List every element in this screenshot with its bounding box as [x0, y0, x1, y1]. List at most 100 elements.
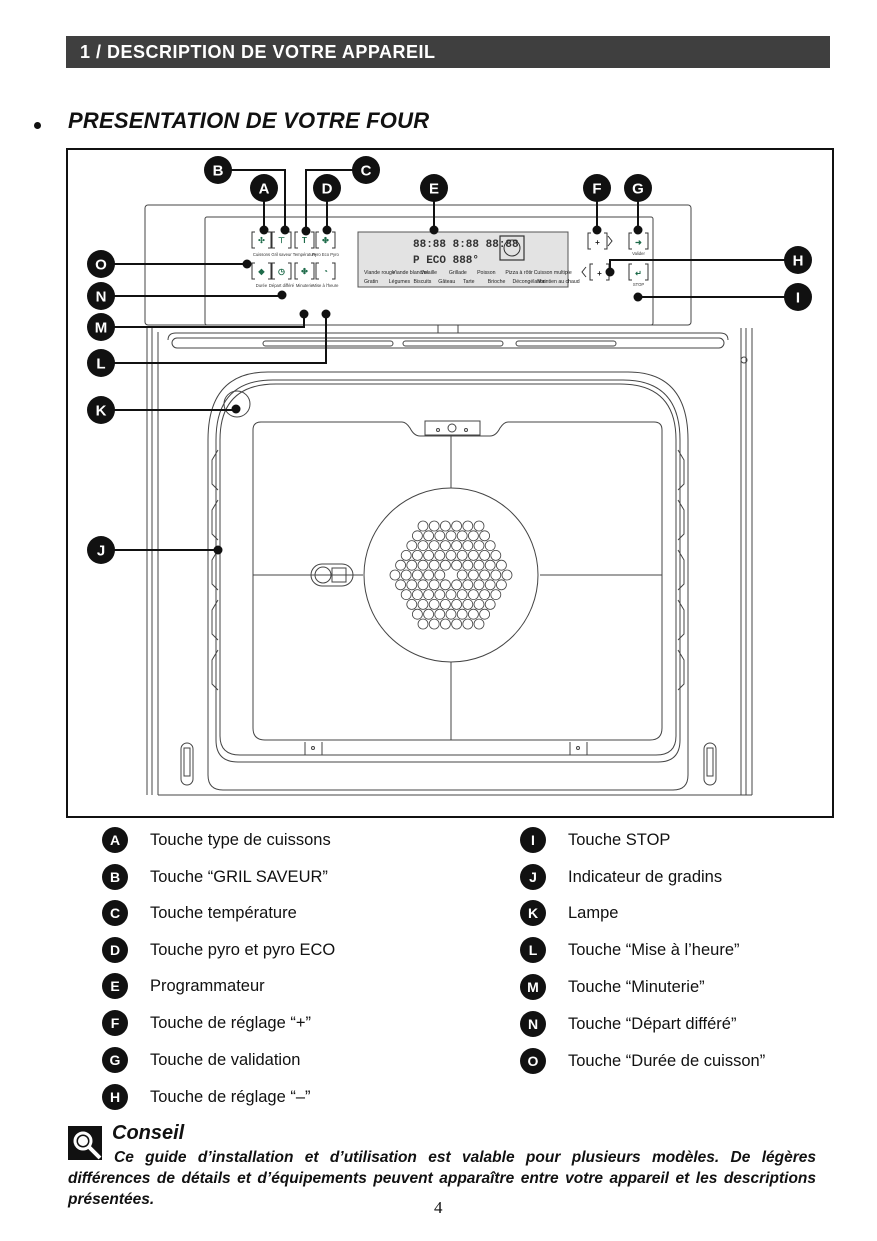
legend-label: Programmateur [150, 976, 265, 995]
legend-label: Touche “Durée de cuisson” [568, 1051, 766, 1070]
fan-hole [417, 540, 429, 552]
callout-letter: H [793, 253, 804, 270]
fan-hole [400, 569, 412, 581]
display-mode-label: Tarte [463, 279, 475, 285]
fan-hole [445, 549, 457, 561]
panel-button-label: Cuissons [253, 252, 270, 257]
svg-text:◷: ◷ [278, 267, 285, 276]
section-header: 1 / DESCRIPTION DE VOTRE APPAREIL [66, 36, 830, 68]
svg-text:↵: ↵ [635, 269, 642, 278]
fan-hole [406, 559, 418, 571]
fan-hole [490, 589, 502, 601]
callout-letter: G [632, 181, 644, 198]
panel-button-label: Température [293, 252, 317, 257]
fan-hole [462, 598, 474, 610]
svg-text:✣: ✣ [258, 236, 265, 245]
legend-label: Touche de réglage “+” [150, 1013, 311, 1032]
display-mode-label: Viande rouge [364, 270, 395, 276]
fan-hole [406, 540, 418, 552]
fan-hole [467, 569, 479, 581]
svg-text:+: + [597, 269, 602, 278]
legend-badge: O [520, 1048, 546, 1074]
legend-badge: M [520, 974, 546, 1000]
display-mode-label: Pizza à rôtir [505, 270, 533, 276]
fan-hole [462, 579, 474, 591]
callout-letter: M [95, 320, 108, 337]
conseil-text: Ce guide d’installation et d’utilisation… [68, 1149, 816, 1208]
legend-label: Touche de réglage “–” [150, 1087, 311, 1106]
callout-letter: I [796, 290, 800, 307]
callout-c: C [352, 156, 380, 184]
fan-hole [406, 579, 418, 591]
fan-hole [428, 598, 440, 610]
svg-text:◆: ◆ [257, 267, 265, 276]
display-mode-label: Légumes [389, 279, 411, 285]
legend-badge: C [102, 900, 128, 926]
callout-letter: J [97, 543, 105, 560]
fan-hole [439, 618, 451, 630]
fan-hole [428, 559, 440, 571]
callout-m: M [87, 313, 115, 341]
fan-hole [479, 530, 491, 542]
lamp [223, 390, 251, 418]
fan-hole [473, 579, 485, 591]
callout-o: O [87, 250, 115, 278]
fan-hole [411, 569, 423, 581]
fan-hole [434, 589, 446, 601]
fan-hole [451, 579, 463, 591]
display-segments-bottom: P ECO 888° [413, 255, 479, 267]
fan-hole [462, 559, 474, 571]
callout-k: K [87, 396, 115, 424]
legend-label: Lampe [568, 903, 619, 922]
fan-hole [400, 549, 412, 561]
display-mode-label: Gâteau [438, 279, 455, 285]
callout-h: H [784, 246, 812, 274]
fan-hole [417, 559, 429, 571]
legend-label: Touche “Départ différé” [568, 1014, 737, 1033]
fan-hole [467, 530, 479, 542]
fan-hole [417, 520, 429, 532]
callout-j: J [87, 536, 115, 564]
callout-letter: L [96, 356, 105, 373]
callout-letter: K [96, 403, 107, 420]
fan-hole [473, 598, 485, 610]
display-contents: 88:88 8:88 88:88 P ECO 888° Viande rouge… [364, 235, 580, 285]
legend-item: C Touche température [102, 900, 297, 926]
fan-hole [423, 608, 435, 620]
callout-letter: D [322, 181, 333, 198]
fan-hole [456, 530, 468, 542]
fan-hole [456, 608, 468, 620]
panel-button-label: Gril saveur [271, 252, 292, 257]
fan-hole [445, 608, 457, 620]
legend-label: Touche température [150, 903, 297, 922]
fan-hole [451, 598, 463, 610]
fan-hole [439, 598, 451, 610]
display-mode-label: Grillade [449, 270, 467, 276]
oven-diagram: 88:88 8:88 88:88 P ECO 888° Viande rouge… [66, 148, 834, 818]
fan-hole [411, 549, 423, 561]
fan-hole [434, 549, 446, 561]
callout-b: B [204, 156, 232, 184]
fan-hole [484, 598, 496, 610]
legend-label: Touche “Minuterie” [568, 977, 705, 996]
fan-hole [479, 589, 491, 601]
panel-button-label: Mise à l'heure [313, 283, 340, 288]
display-mode-label: Décongélation [513, 279, 546, 285]
fan-hole [451, 520, 463, 532]
fan-hole [473, 520, 485, 532]
display-mode-label: Maintien au chaud [537, 279, 580, 285]
legend-badge: J [520, 864, 546, 890]
callout-n: N [87, 282, 115, 310]
conseil-title: Conseil [112, 1122, 185, 1144]
fan-hole [439, 540, 451, 552]
fan-hole [411, 589, 423, 601]
display-mode-label: Brioche [488, 279, 506, 285]
display-mode-label: Gratin [364, 279, 378, 285]
fan-hole [456, 589, 468, 601]
svg-text:⊤: ⊤ [278, 236, 285, 245]
